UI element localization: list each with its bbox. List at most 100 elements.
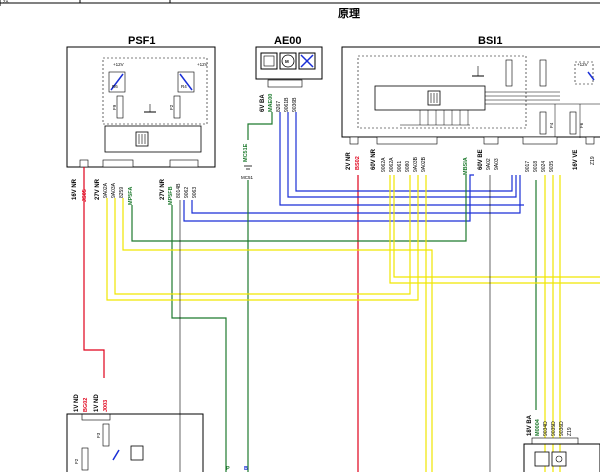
bsi1-fuse-f4: F4 — [549, 122, 554, 128]
bsi1-wire-b: 9062A — [389, 157, 395, 172]
bsi1-wire-c: 9061 — [397, 161, 403, 172]
ll-wire-red2: J003 — [103, 400, 109, 412]
ae00-pins — [267, 79, 303, 88]
bsi1-pins-60v-be — [483, 136, 499, 145]
psf1-wire-e: 9062 — [184, 187, 190, 198]
psf1-title: PSF1 — [128, 35, 156, 47]
bsi1-pin-z19 — [585, 136, 595, 145]
psf1-pin-16v — [79, 159, 89, 168]
psf1-relay-left-contact — [110, 73, 124, 91]
psf1-pins-27v-a — [102, 159, 134, 168]
psf1-fuse-right — [173, 95, 181, 119]
bsi1-wire-i: 9017 — [525, 161, 531, 172]
ll-fuse-b — [102, 423, 110, 447]
ae00-wire-green: MAE00 — [268, 94, 274, 112]
psf1-conn-27v-a: 27V NR — [95, 178, 101, 200]
ae00-wire-c: 9036B — [292, 97, 298, 112]
psf1-pins-27v-b — [169, 159, 199, 168]
bsi1-title: BSI1 — [478, 35, 502, 47]
bsi1-pins-60v-nr — [376, 136, 438, 145]
bsi1-wire-d: 9080 — [405, 161, 411, 172]
ll-fuse-f3: F3 — [96, 432, 101, 438]
ll-fuse-f2: F2 — [74, 458, 79, 464]
ae00-wire-b: 9061B — [284, 97, 290, 112]
top-left-text: 2A — [3, 0, 9, 4]
lr-conn-18v: 18V BA — [527, 414, 533, 436]
psf1-wire-a: 9A02A — [103, 182, 109, 198]
psf1-fuse-left — [116, 95, 124, 119]
ll-conn-1v-nd2: 1V ND — [94, 394, 100, 412]
ll-chip-icon — [130, 445, 144, 461]
psf1-12v-left: +12V — [113, 62, 124, 67]
bsi1-12v: +12V — [577, 62, 588, 67]
psf1-fuse-f2: F2 — [169, 104, 174, 110]
bsi1-conn-60v-nr: 60V NR — [371, 148, 377, 170]
ae00-title: AE00 — [274, 35, 302, 47]
psf1-conn-27v-b: 27V NR — [160, 178, 166, 200]
bsi1-conn-2v: 2V NR — [346, 152, 352, 170]
bsi1-internal-lines — [400, 91, 600, 138]
blue-wires — [183, 112, 524, 222]
lr-pins — [531, 437, 579, 445]
lr-wire-b: 9035D — [551, 421, 557, 436]
ae00-conn-6v: 6V BA — [260, 94, 266, 112]
psf1-relay-right-contact — [179, 73, 193, 91]
bsi1-fuse-b — [569, 111, 577, 135]
bsi1-conn-16v-ve: 16V VE — [573, 150, 579, 170]
bsi1-box — [341, 46, 600, 138]
bsi1-relay — [574, 61, 594, 85]
psf1-wire-green: MP5FA — [128, 187, 134, 205]
psf1-wire-red: JS05 — [82, 189, 88, 202]
lr-wire-c: 9036D — [559, 421, 565, 436]
ae00-box — [255, 46, 323, 80]
bsi1-wire-f: 9A02B — [421, 156, 427, 172]
yellow-wires — [106, 175, 600, 472]
psf1-box — [66, 46, 216, 168]
psf1-dashed — [102, 57, 208, 125]
bsi1-fuse-a — [539, 111, 547, 135]
ae00-wire-a: 8267 — [276, 101, 282, 112]
psf1-wire-b: 9A03A — [111, 182, 117, 198]
lr-box — [523, 443, 600, 472]
lr-chip-icon — [534, 451, 550, 467]
bsi1-fuse-f6: F6 — [579, 122, 584, 128]
black-wires — [179, 175, 491, 472]
psf1-relay-left — [108, 71, 126, 93]
psf1-wire-d: 8014B — [176, 183, 182, 198]
bsi1-wire-m: Z19 — [590, 156, 596, 165]
ll-box — [66, 413, 204, 472]
bottom-label-b: B — [244, 466, 248, 472]
bsi1-wire-j: 9018 — [533, 161, 539, 172]
psf1-wire-green2: MP5FB — [168, 186, 174, 205]
psf1-12v-right: +12V — [197, 62, 208, 67]
psf1-conn-16v: 16V NR — [72, 178, 78, 200]
bsi1-wire-a: 9062A — [381, 157, 387, 172]
psf1-fuse-f9: F9 — [112, 104, 117, 110]
page-title: 原理 — [338, 7, 360, 20]
psf1-wire-c: 8259 — [119, 187, 125, 198]
ll-fuse-a — [81, 447, 89, 471]
lr-wire-green: M0004 — [535, 418, 541, 436]
lr-wire-d: Z19 — [567, 427, 573, 436]
bsi1-wire-green: MBSIA — [463, 157, 469, 175]
bsi1-wire-g: 9A02 — [486, 158, 492, 170]
mc51e-label: MC51E — [243, 143, 249, 162]
bsi1-resistor-a — [505, 59, 513, 87]
bsi1-wire-k: 9024 — [541, 161, 547, 172]
bsi1-wire-red: BS02 — [355, 156, 361, 170]
lr-display-icon — [551, 451, 567, 467]
ae00-chip-icon — [260, 52, 278, 70]
bsi1-wire-l: 9035 — [549, 161, 555, 172]
bsi1-wire-e: 9A03B — [413, 156, 419, 172]
psf1-relay-r6: R6 — [112, 84, 118, 89]
green-wires — [131, 112, 537, 472]
psf1-wire-f: 9063 — [192, 187, 198, 198]
bsi1-resistor-b — [539, 59, 547, 87]
bottom-label-p: P — [226, 466, 230, 472]
psf1-ecu — [104, 125, 202, 153]
ll-conn-1v-nd: 1V ND — [74, 394, 80, 412]
red-wires — [83, 167, 359, 472]
psf1-relay-right — [177, 71, 195, 93]
mc51e-sub: MC51 — [241, 175, 254, 180]
